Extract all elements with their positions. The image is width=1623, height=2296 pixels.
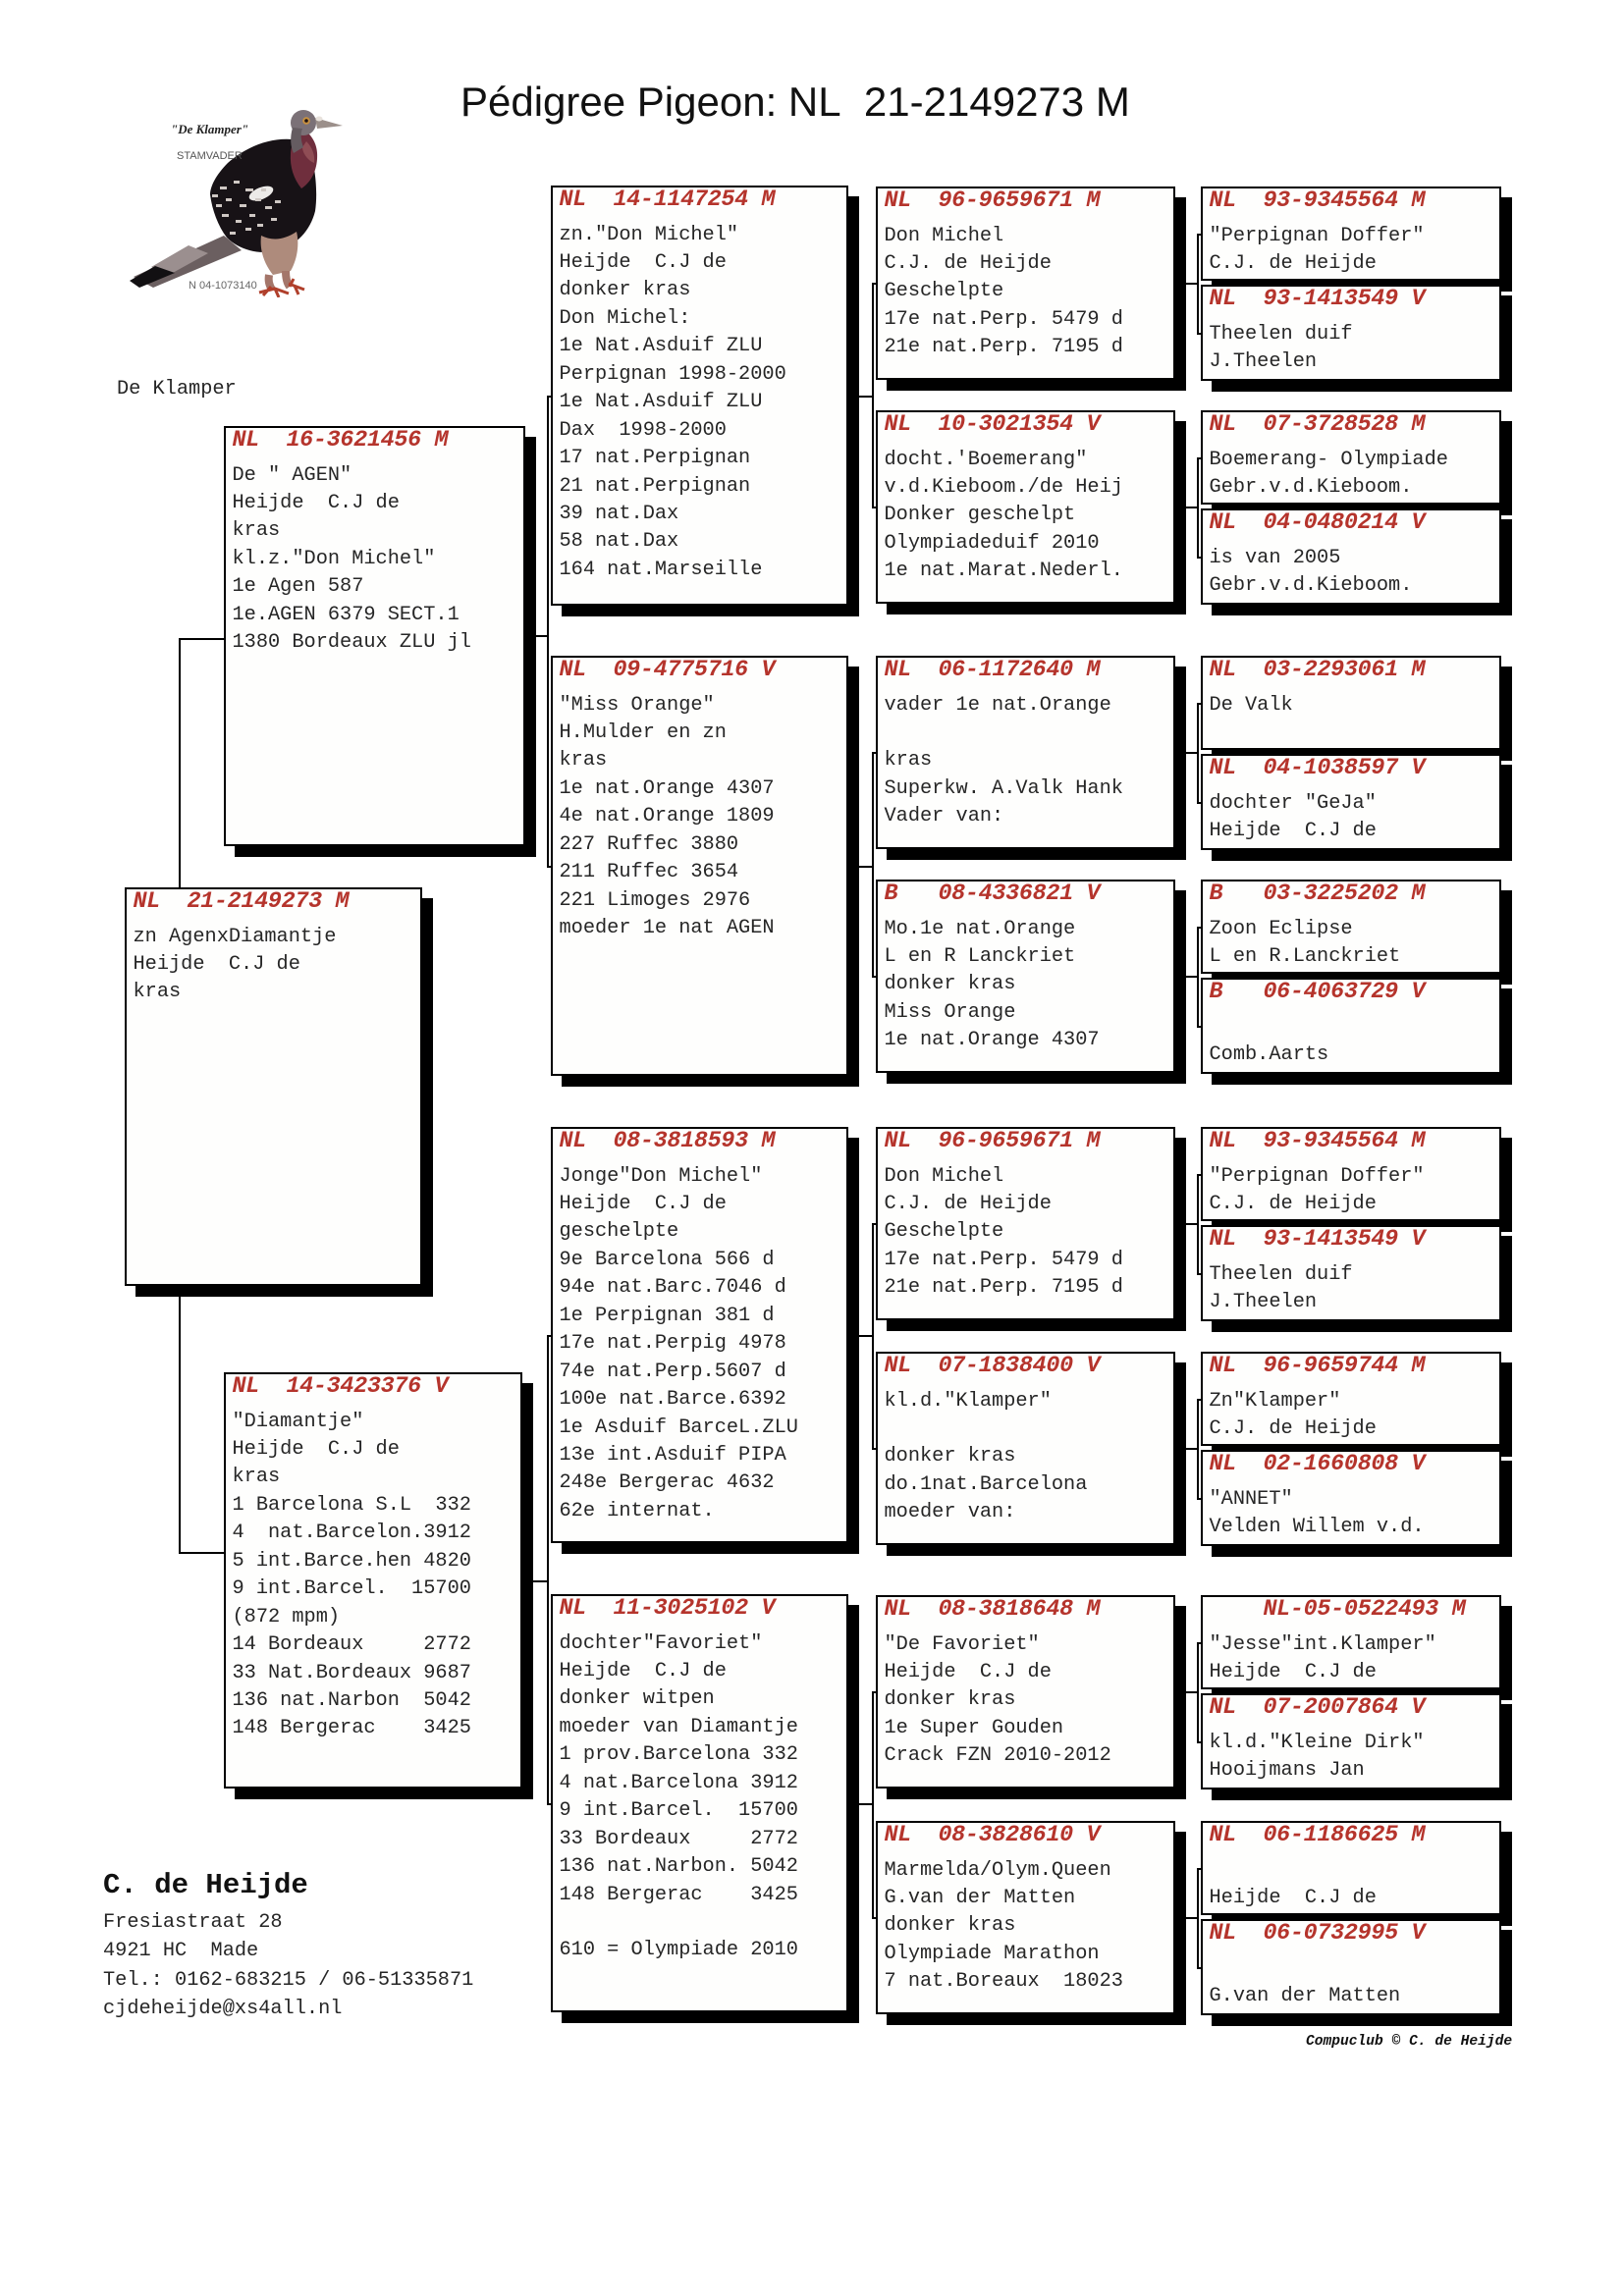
- svg-text:N 04-1073140: N 04-1073140: [189, 280, 257, 292]
- svg-text:STAMVADER: STAMVADER: [177, 150, 243, 162]
- svg-text:"De Klamper": "De Klamper": [171, 122, 248, 136]
